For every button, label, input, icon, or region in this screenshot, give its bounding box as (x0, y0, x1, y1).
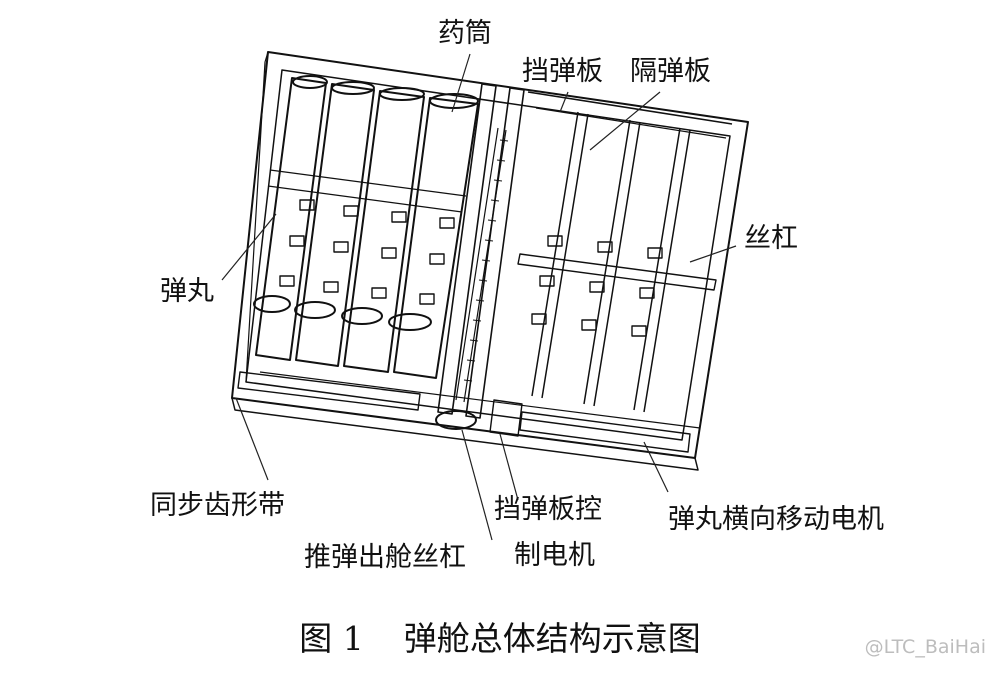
push-screw-end (435, 410, 477, 430)
leader-projectile (221, 213, 277, 281)
leader-lateral-motor (643, 441, 669, 493)
center-divider-2 (465, 87, 525, 419)
cartridge-tube-2 (295, 83, 375, 367)
label-lateral-motor: 弹丸横向移动电机 (668, 504, 884, 535)
leader-cartridge (451, 53, 471, 113)
stopper-plate (527, 91, 733, 125)
lateral-lead-screw (517, 253, 717, 291)
leader-sync-belt (235, 397, 269, 481)
label-sync-belt: 同步齿形带 (150, 490, 285, 521)
center-divider (437, 83, 497, 415)
watermark: @LTC_BaiHai (864, 636, 986, 658)
separator-plate-3 (633, 127, 691, 413)
leader-separator-plate (589, 91, 661, 151)
label-lead-screw: 丝杠 (744, 223, 798, 254)
figure-title: 弹舱总体结构示意图 (403, 619, 701, 658)
cartridge-tube-3 (343, 90, 425, 373)
leader-push-screw (461, 429, 493, 541)
cartridge-tube-1 (255, 77, 327, 361)
figure-caption: 图 1 弹舱总体结构示意图 (0, 612, 1000, 660)
label-push-screw: 推弹出舱丝杠 (304, 542, 466, 573)
leader-lead-screw (689, 245, 737, 263)
lateral-motor-housing (519, 411, 691, 453)
stopper-motor (489, 399, 523, 437)
separator-plate-2 (583, 119, 641, 407)
leader-stopper-plate (559, 91, 569, 113)
cartridge-tube-4 (393, 97, 479, 379)
leader-stopper-motor (499, 433, 519, 501)
label-cartridge: 药筒 (438, 18, 492, 49)
label-stopper-plate: 挡弹板 (522, 56, 603, 87)
label-separator-plate: 隔弹板 (630, 56, 711, 87)
label-stopper-motor-2: 制电机 (514, 540, 595, 571)
figure-number: 图 1 (299, 619, 364, 658)
housing-inner-wall (245, 69, 731, 441)
label-projectile: 弹丸 (160, 276, 214, 307)
label-stopper-motor-1: 挡弹板控 (494, 494, 602, 525)
push-lead-screw (455, 127, 507, 403)
separator-plate-1 (531, 111, 589, 399)
housing-base-front (231, 397, 699, 471)
sync-belt-housing (237, 371, 421, 411)
